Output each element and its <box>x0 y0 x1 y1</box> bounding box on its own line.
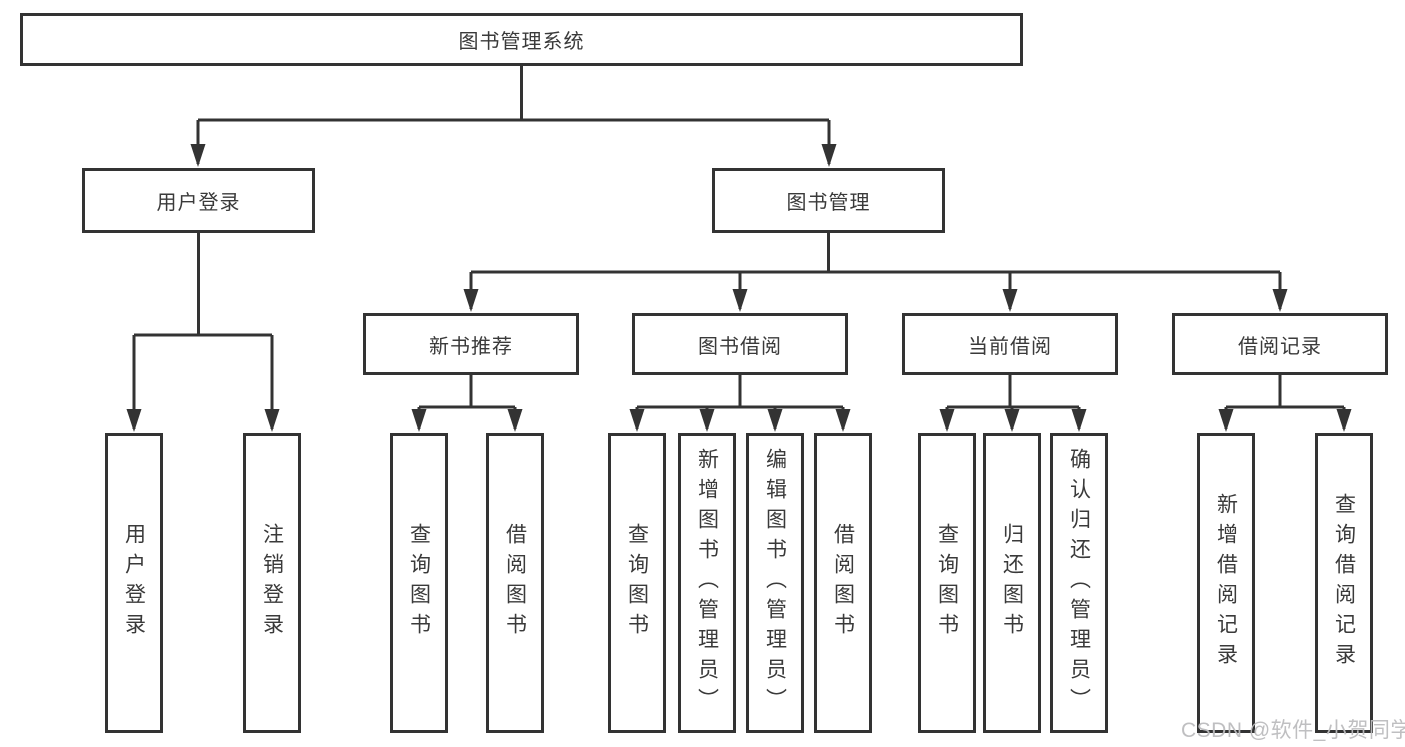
leaf-query-books-2: 查询图书 <box>608 433 666 733</box>
node-new-book-recommend-label: 新书推荐 <box>429 335 513 358</box>
node-book-borrowing: 图书借阅 <box>632 313 848 375</box>
leaf-user-login-label: 用户登录 <box>122 523 146 643</box>
node-borrowing-records: 借阅记录 <box>1172 313 1388 375</box>
leaf-query-books-3-label: 查询图书 <box>935 523 959 643</box>
leaf-edit-books-admin-label: 编辑图书（管理员） <box>763 448 787 718</box>
node-book-borrowing-label: 图书借阅 <box>698 335 782 358</box>
leaf-add-books-admin-label: 新增图书（管理员） <box>695 448 719 718</box>
leaf-return-books-label: 归还图书 <box>1000 523 1024 643</box>
leaf-query-borrow-record: 查询借阅记录 <box>1315 433 1373 733</box>
node-root-label: 图书管理系统 <box>458 31 585 53</box>
leaf-confirm-return-admin-label: 确认归还（管理员） <box>1067 448 1091 718</box>
leaf-query-borrow-record-label: 查询借阅记录 <box>1332 493 1356 673</box>
leaf-query-books-3: 查询图书 <box>918 433 976 733</box>
node-book-management-label: 图书管理 <box>786 192 871 214</box>
leaf-logout-login: 注销登录 <box>243 433 301 733</box>
leaf-query-books-1: 查询图书 <box>390 433 448 733</box>
leaf-confirm-return-admin: 确认归还（管理员） <box>1050 433 1108 733</box>
leaf-add-borrow-record: 新增借阅记录 <box>1197 433 1255 733</box>
leaf-query-books-2-label: 查询图书 <box>625 523 649 643</box>
leaf-borrow-books-1: 借阅图书 <box>486 433 544 733</box>
node-new-book-recommend: 新书推荐 <box>363 313 579 375</box>
node-borrowing-records-label: 借阅记录 <box>1238 335 1322 358</box>
node-user-login: 用户登录 <box>82 168 315 233</box>
node-root: 图书管理系统 <box>20 13 1023 66</box>
leaf-query-books-1-label: 查询图书 <box>407 523 431 643</box>
node-book-management: 图书管理 <box>712 168 945 233</box>
node-current-borrowing: 当前借阅 <box>902 313 1118 375</box>
leaf-return-books: 归还图书 <box>983 433 1041 733</box>
leaf-borrow-books-1-label: 借阅图书 <box>503 523 527 643</box>
leaf-user-login: 用户登录 <box>105 433 163 733</box>
watermark: CSDN @软件_小贺同学 <box>1181 719 1405 742</box>
leaf-add-borrow-record-label: 新增借阅记录 <box>1214 493 1238 673</box>
leaf-edit-books-admin: 编辑图书（管理员） <box>746 433 804 733</box>
leaf-borrow-books-2-label: 借阅图书 <box>831 523 855 643</box>
leaf-logout-login-label: 注销登录 <box>260 523 284 643</box>
leaf-add-books-admin: 新增图书（管理员） <box>678 433 736 733</box>
node-current-borrowing-label: 当前借阅 <box>968 335 1052 358</box>
leaf-borrow-books-2: 借阅图书 <box>814 433 872 733</box>
node-user-login-label: 用户登录 <box>156 192 241 214</box>
